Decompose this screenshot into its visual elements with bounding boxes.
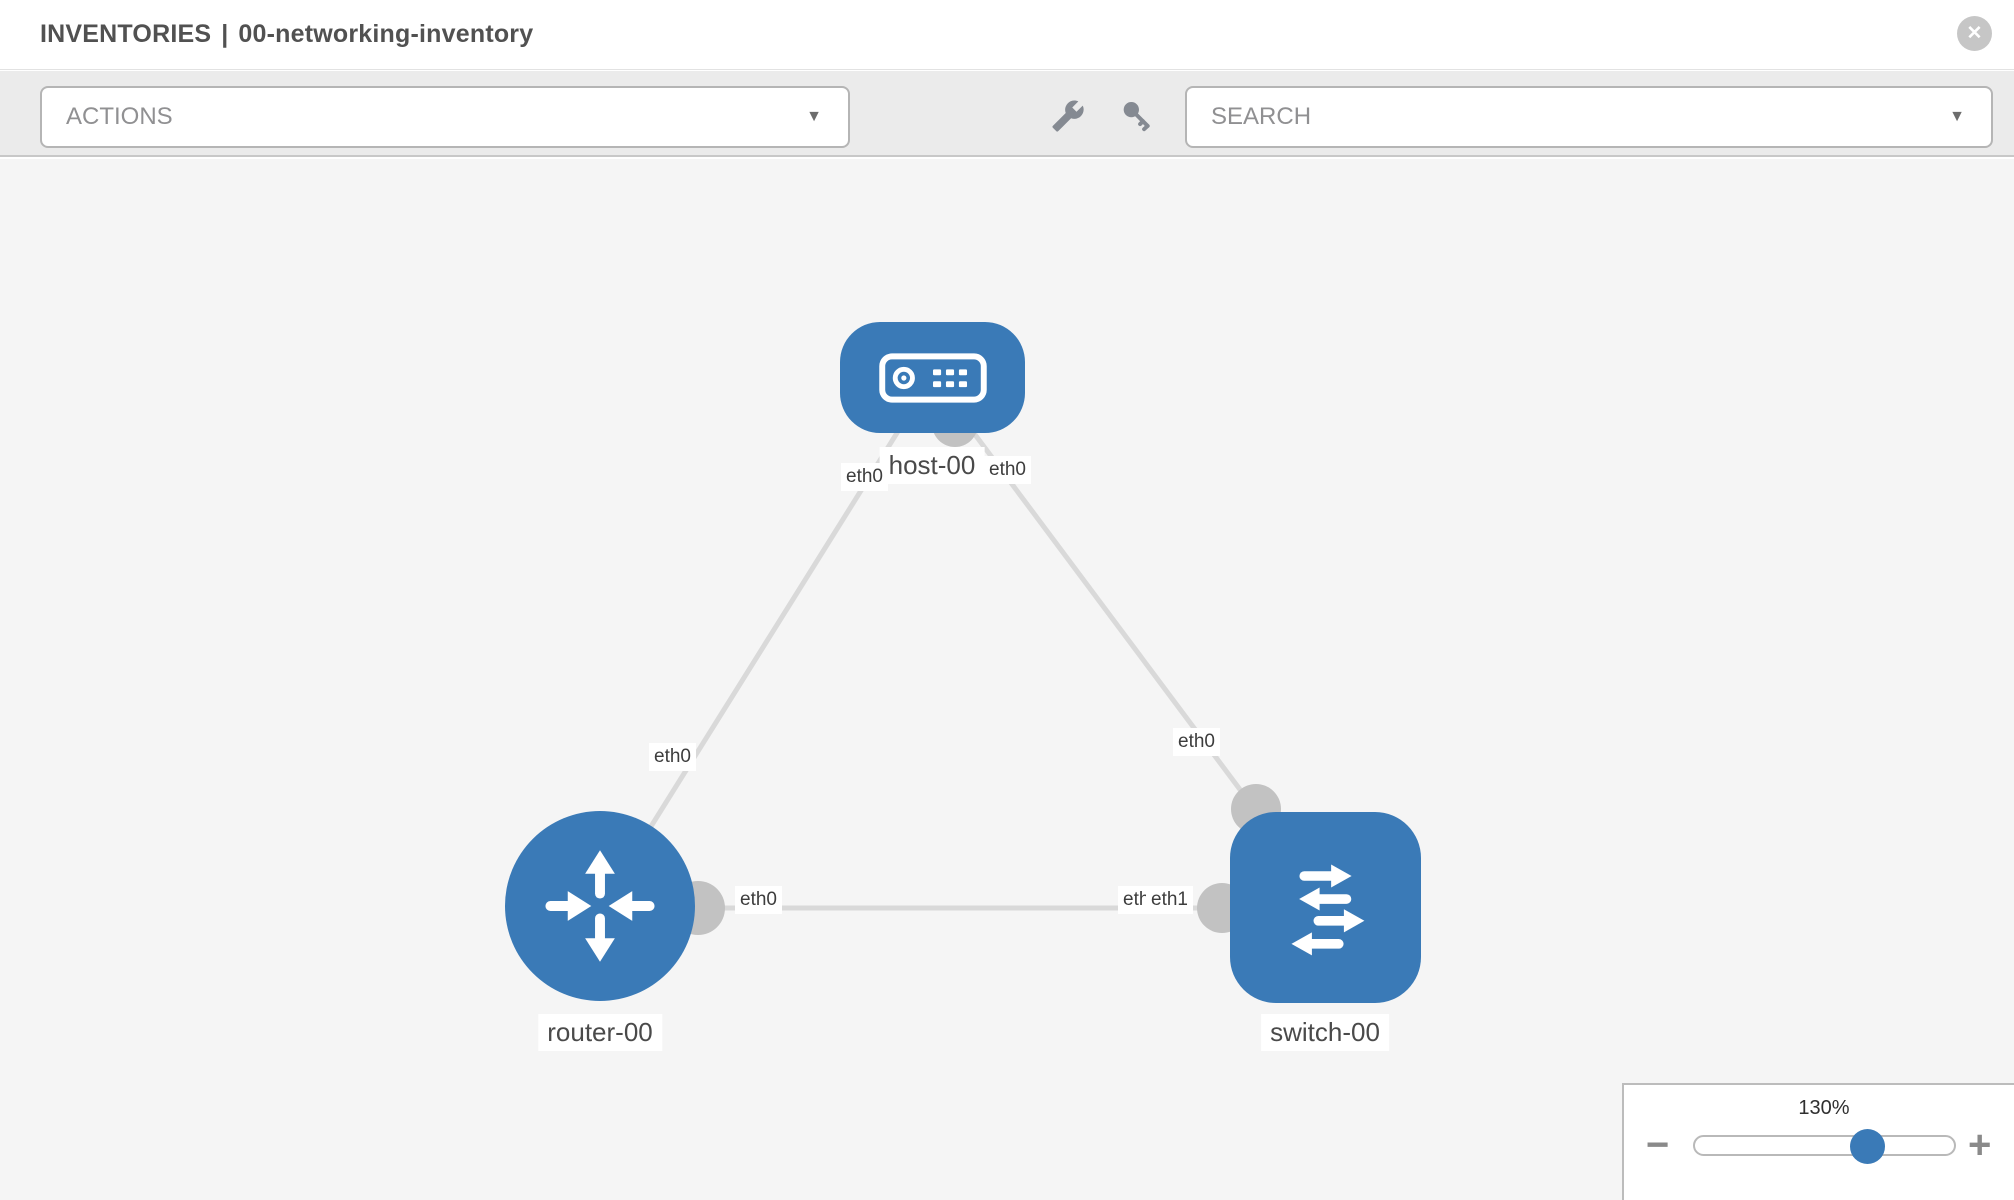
close-button[interactable]: ✕ <box>1957 16 1992 51</box>
switch-arrows-icon <box>1290 863 1364 955</box>
topology-links-layer <box>597 375 1281 935</box>
title-separator: | <box>221 20 229 48</box>
server-icon <box>878 352 987 403</box>
interface-label-host-to-switch: eth0 <box>984 456 1031 484</box>
close-icon: ✕ <box>1966 23 1983 44</box>
interface-label-router-to-host: eth0 <box>649 743 696 771</box>
interface-label-host-to-router: eth0 <box>841 463 888 491</box>
actions-dropdown-label: ACTIONS <box>66 103 173 130</box>
interface-label-switch-to-router: eth1 <box>1146 886 1193 914</box>
node-switch-00[interactable] <box>1230 812 1421 1003</box>
chevron-down-icon: ▼ <box>806 108 822 125</box>
page-title: INVENTORIES | 00-networking-inventory <box>40 20 533 49</box>
search-dropdown-label: SEARCH <box>1211 103 1312 130</box>
zoom-control-panel: 130% − + <box>1622 1083 2014 1200</box>
chevron-down-icon: ▼ <box>1949 108 1965 125</box>
topology-canvas[interactable]: host-00 router-00 switch-00 eth0 eth0 et… <box>0 159 2014 1200</box>
interface-label-switch-to-host: eth0 <box>1173 728 1220 756</box>
node-label-router: router-00 <box>538 1014 662 1051</box>
page-title-inventory-name: 00-networking-inventory <box>238 20 534 48</box>
zoom-slider-thumb[interactable] <box>1850 1129 1885 1164</box>
wrench-icon[interactable] <box>1051 99 1085 133</box>
node-router-00[interactable] <box>505 811 695 1001</box>
actions-dropdown[interactable]: ACTIONS ▼ <box>40 86 850 148</box>
router-arrows-icon <box>545 850 655 962</box>
toolbar: ACTIONS ▼ SEARCH ▼ <box>0 71 2014 157</box>
zoom-slider-track[interactable] <box>1693 1129 1956 1164</box>
header-bar: INVENTORIES | 00-networking-inventory ✕ <box>0 0 2014 70</box>
zoom-in-button[interactable]: + <box>1968 1123 1992 1167</box>
key-icon[interactable] <box>1120 99 1154 133</box>
zoom-percent-value: 130% <box>1798 1097 1850 1119</box>
node-host-00[interactable] <box>840 322 1025 433</box>
search-dropdown[interactable]: SEARCH ▼ <box>1185 86 1993 148</box>
node-label-switch: switch-00 <box>1261 1014 1389 1051</box>
interface-label-router-to-switch: eth0 <box>735 886 782 914</box>
zoom-out-button[interactable]: − <box>1646 1123 1670 1167</box>
page-title-section: INVENTORIES <box>40 20 212 48</box>
node-label-host: host-00 <box>879 447 985 484</box>
